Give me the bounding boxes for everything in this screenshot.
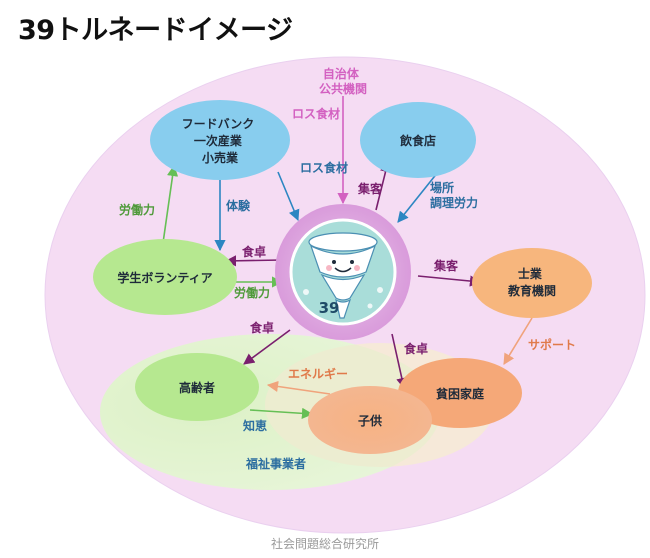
label-students-to-center-labor: 労働力: [234, 285, 270, 300]
footer-credit: 社会問題総合研究所: [270, 537, 379, 551]
food-bank-line-2: 一次産業: [194, 133, 243, 148]
professionals-line-2: 教育機関: [507, 283, 556, 298]
restaurant-label: 飲食店: [399, 133, 436, 148]
page-title: 39トルネードイメージ: [18, 15, 293, 46]
svg-text:高齢者: 高齢者: [179, 380, 215, 395]
label-students-labor-up: 労働力: [119, 202, 155, 217]
professionals-line-1: 士業: [518, 266, 543, 281]
public-line-2: 公共機関: [319, 81, 367, 96]
svg-text:飲食店: 飲食店: [399, 133, 436, 148]
public-line-1: 自治体: [323, 66, 360, 81]
arrow-center-to-poor: [391, 333, 408, 390]
arrow-professionals-to-poor: [503, 317, 533, 365]
arrow-foodbank-to-center: [277, 171, 300, 222]
node-public: 自治体 公共機関: [319, 66, 367, 96]
svg-text:自治体 公共機関: 自治体 公共機関: [319, 66, 367, 96]
arrow-elderly-to-children: [249, 407, 314, 419]
arrow-restaurant-to-center: [397, 171, 439, 223]
label-center-to-elderly-food: 食卓: [249, 320, 274, 335]
svg-text:士業 教育機関: 士業 教育機関: [507, 266, 556, 298]
welfare-label: 福祉事業者: [245, 456, 306, 471]
label-elderly-wisdom: 知恵: [242, 418, 267, 433]
label-center-to-restaurant-customers: 集客: [357, 181, 383, 196]
label-center-to-poor-food: 食卓: [403, 341, 428, 356]
node-elderly: 高齢者: [135, 353, 259, 421]
node-professionals: 士業 教育機関: [472, 248, 592, 318]
label-children-energy: エネルギー: [288, 366, 348, 381]
svg-text:子供: 子供: [358, 413, 382, 428]
label-public-loss: ロス食材: [292, 106, 340, 121]
children-label: 子供: [358, 413, 382, 428]
food-bank-line-1: フードバンク: [182, 117, 255, 131]
center-logo-text: 39: [319, 299, 340, 317]
node-children: 子供: [308, 386, 432, 454]
label-center-to-students-food: 食卓: [241, 244, 266, 259]
svg-text:フードバンク 一次産業 小売業: フードバンク 一次産業 小売業: [182, 117, 259, 165]
node-students: 学生ボランティア: [93, 239, 237, 315]
edges: [161, 96, 533, 419]
food-bank-line-3: 小売業: [202, 150, 239, 165]
label-foodbank-loss: ロス食材: [300, 160, 348, 175]
svg-text:学生ボランティア: 学生ボランティア: [117, 270, 212, 285]
node-restaurant: 飲食店: [360, 102, 476, 178]
arrow-center-to-students: [224, 255, 283, 267]
arrow-center-to-elderly: [243, 329, 291, 365]
arrow-students-to-foodbank: [161, 164, 179, 251]
label-center-to-prof-customers: 集客: [433, 258, 459, 273]
elderly-label: 高齢者: [179, 380, 215, 395]
label-restaurant-place: 場所: [430, 180, 454, 195]
svg-text:貧困家庭: 貧困家庭: [436, 386, 484, 401]
edge-labels: ロス食材 ロス食材 体験 労働力 食卓 労働力 集客 場所 調理労力 集客 サポ…: [119, 106, 576, 433]
center-hub: 39: [275, 204, 411, 340]
label-prof-support: サポート: [528, 337, 576, 352]
students-label: 学生ボランティア: [117, 270, 212, 285]
arrow-children-to-elderly: [266, 380, 331, 395]
label-restaurant-labor: 調理労力: [430, 195, 478, 210]
label-foodbank-experience: 体験: [226, 198, 251, 213]
arrow-center-to-professionals: [417, 275, 482, 287]
poor-families-label: 貧困家庭: [436, 386, 484, 401]
node-food-bank: フードバンク 一次産業 小売業: [150, 100, 290, 180]
